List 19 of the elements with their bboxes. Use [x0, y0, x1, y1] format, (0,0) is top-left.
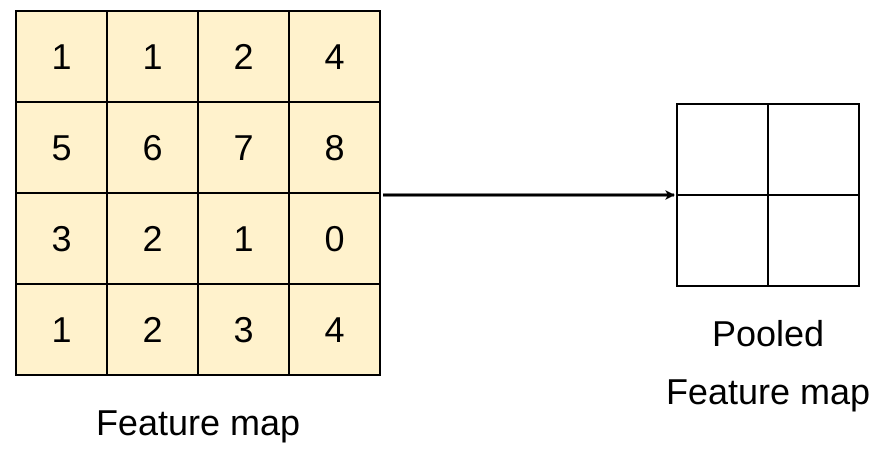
number-cell: 1 [16, 284, 107, 375]
number-cell: 2 [107, 193, 198, 284]
number-cell: 4 [289, 284, 380, 375]
number-cell: 7 [198, 102, 289, 193]
number-cell: 8 [289, 102, 380, 193]
number-cell: 3 [16, 193, 107, 284]
number-cell: 1 [107, 11, 198, 102]
number-cell: 4 [289, 11, 380, 102]
arrow [383, 190, 675, 200]
grid-caption: Feature map [96, 401, 300, 445]
number-cell: 2 [107, 284, 198, 375]
number-cell: 1 [16, 11, 107, 102]
number-cell: 1 [198, 193, 289, 284]
number-cell: 2 [198, 11, 289, 102]
number-cell: 3 [198, 284, 289, 375]
grid-caption: Pooled Feature map [664, 312, 872, 414]
number-cell: 5 [16, 102, 107, 193]
number-cell: 6 [107, 102, 198, 193]
number-cell: 0 [289, 193, 380, 284]
